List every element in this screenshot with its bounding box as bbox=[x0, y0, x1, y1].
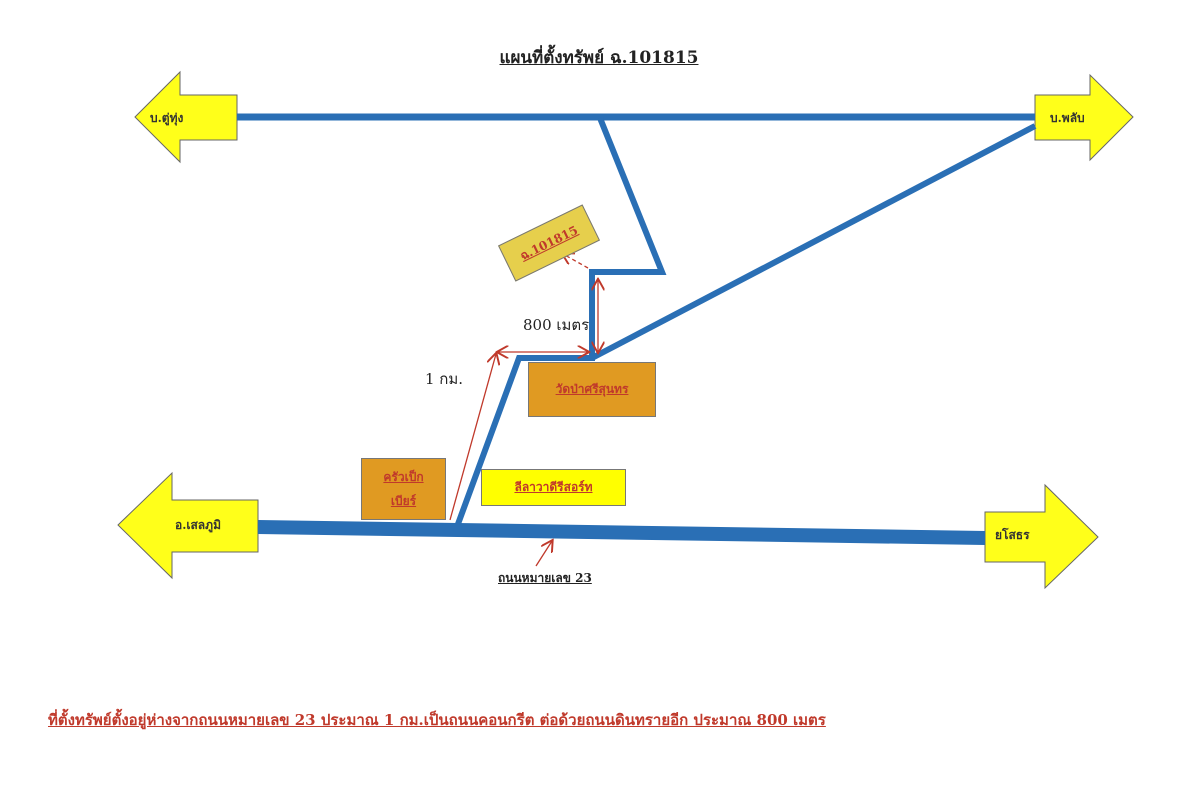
direction-label-bottom-left: อ.เสลภูมิ bbox=[175, 518, 221, 532]
direction-label-bottom-right: ยโสธร bbox=[995, 528, 1030, 542]
highway-label: ถนนหมายเลข 23 bbox=[498, 571, 592, 585]
temple-box: วัดป่าศรีสุนทร bbox=[528, 362, 656, 417]
restaurant-label: ครัวเป็กเบียร์ bbox=[383, 470, 424, 508]
direction-label-top-left: บ.ตู่ทุ่ง bbox=[150, 111, 184, 125]
restaurant-box: ครัวเป็กเบียร์ bbox=[361, 458, 446, 520]
distance-label-800m: 800 เมตร bbox=[523, 316, 590, 334]
resort-label: ลีลาวาดีรีสอร์ท bbox=[514, 480, 593, 494]
diagonal-road bbox=[590, 123, 1037, 361]
temple-label: วัดป่าศรีสุนทร bbox=[555, 382, 629, 396]
highway-23 bbox=[257, 520, 986, 545]
road-label-pointer bbox=[535, 541, 552, 567]
direction-arrow-bottom-left bbox=[117, 471, 259, 580]
location-note: ที่ตั้งทรัพย์ตั้งอยู่ห่างจากถนนหมายเลข 2… bbox=[48, 711, 826, 729]
distance-label-1km: 1 กม. bbox=[425, 370, 464, 388]
map-title: แผนที่ตั้งทรัพย์ ฉ.101815 bbox=[499, 48, 699, 68]
resort-box: ลีลาวาดีรีสอร์ท bbox=[481, 469, 626, 506]
distance-arrow-1km bbox=[449, 354, 496, 521]
direction-label-top-right: บ.พลับ bbox=[1050, 111, 1085, 125]
